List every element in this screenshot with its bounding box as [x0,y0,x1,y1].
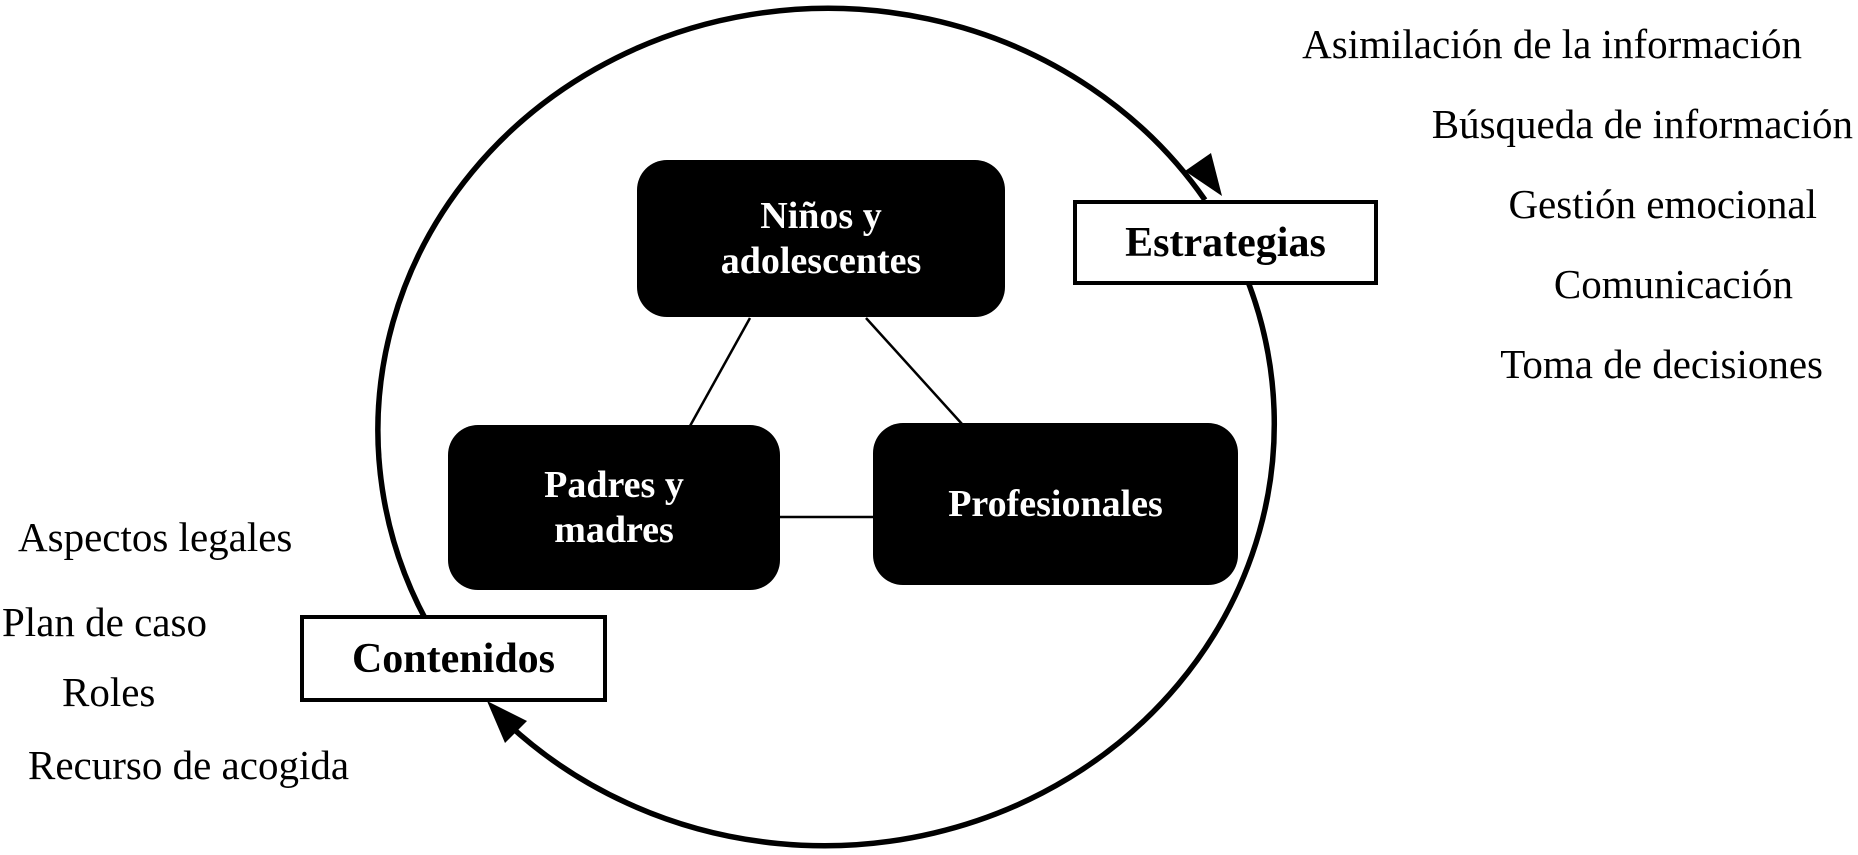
content-item: Plan de caso [2,599,207,645]
strategy-item: Gestión emocional [1508,181,1817,227]
arrowhead-icon [1185,153,1222,196]
node-ninos-y-adolescentes: Niños y adolescentes [637,160,1005,317]
node-profesionales: Profesionales [873,423,1238,585]
content-item: Recurso de acogida [28,742,350,788]
strategy-item: Comunicación [1553,261,1793,307]
content-item: Roles [62,669,156,715]
cycle-arc-right-bottom [505,272,1277,849]
node-padres-y-madres: Padres y madres [448,425,780,590]
cycle-label-text: Estrategias [1125,219,1326,266]
cycle-label-estrategias: Estrategias [1073,200,1378,285]
strategy-item: Toma de decisiones [1500,341,1823,387]
connector-line [688,317,752,427]
node-label: Niños y adolescentes [720,194,922,282]
strategy-item: Búsqueda de información [1431,101,1853,147]
node-label: Profesionales [948,482,1163,525]
strategy-item: Asimilación de la información [1302,21,1802,67]
cycle-label-contenidos: Contenidos [300,615,607,702]
connector-line [865,317,963,425]
cycle-arc-left-top [375,5,1208,638]
arrowhead-icon [487,701,527,743]
node-label: Padres y madres [544,463,684,551]
content-item: Aspectos legales [18,514,293,560]
cycle-label-text: Contenidos [351,635,556,682]
